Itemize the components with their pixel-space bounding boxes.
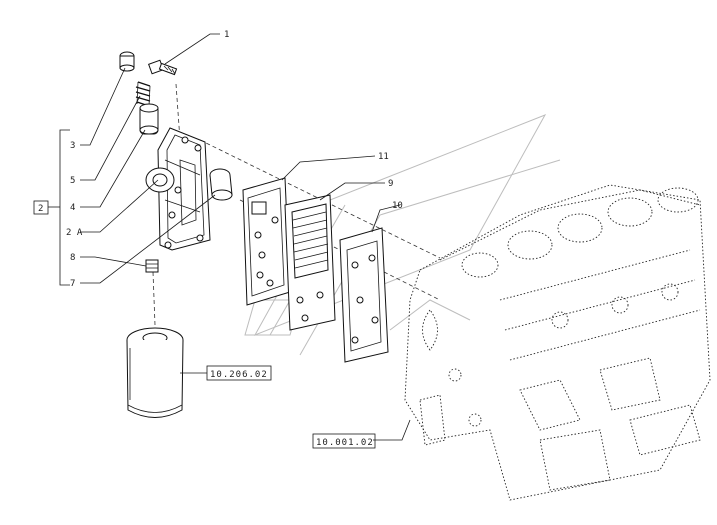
- callout-1: 1: [224, 30, 229, 40]
- drain-plug-part: [145, 259, 159, 273]
- spring-part: [135, 81, 151, 107]
- engine-block-ref-box: [312, 433, 376, 449]
- valve-part: [139, 103, 159, 135]
- oil-filter-ref-box: [206, 365, 272, 381]
- bolt-part: [148, 59, 178, 76]
- engine-block-ref-label: 10.001.02: [316, 438, 374, 448]
- callout-7: 7: [70, 279, 75, 289]
- cooler-gasket-part: [339, 227, 389, 363]
- oil-filter-ref-label: 10.206.02: [210, 370, 268, 380]
- callout-8: 8: [70, 253, 75, 263]
- callout-4: 4: [70, 203, 75, 213]
- oil-filter-cartridge: [126, 327, 184, 418]
- callout-2-box: [33, 200, 49, 215]
- callout-10: 10: [392, 201, 403, 211]
- callout-leader-lines: [48, 33, 411, 441]
- bushing-part: [209, 168, 233, 201]
- gasket-part: [242, 177, 291, 306]
- plug-part: [119, 51, 135, 72]
- callout-11: 11: [378, 152, 389, 162]
- callout-3: 3: [70, 141, 75, 151]
- filter-head-cover: [145, 127, 211, 251]
- oil-cooler-part: [284, 194, 336, 331]
- engine-block: [404, 184, 711, 501]
- callout-9: 9: [388, 179, 393, 189]
- callout-2: 2: [38, 204, 43, 214]
- callout-2a: 2 A: [66, 228, 83, 238]
- callout-5: 5: [70, 176, 75, 186]
